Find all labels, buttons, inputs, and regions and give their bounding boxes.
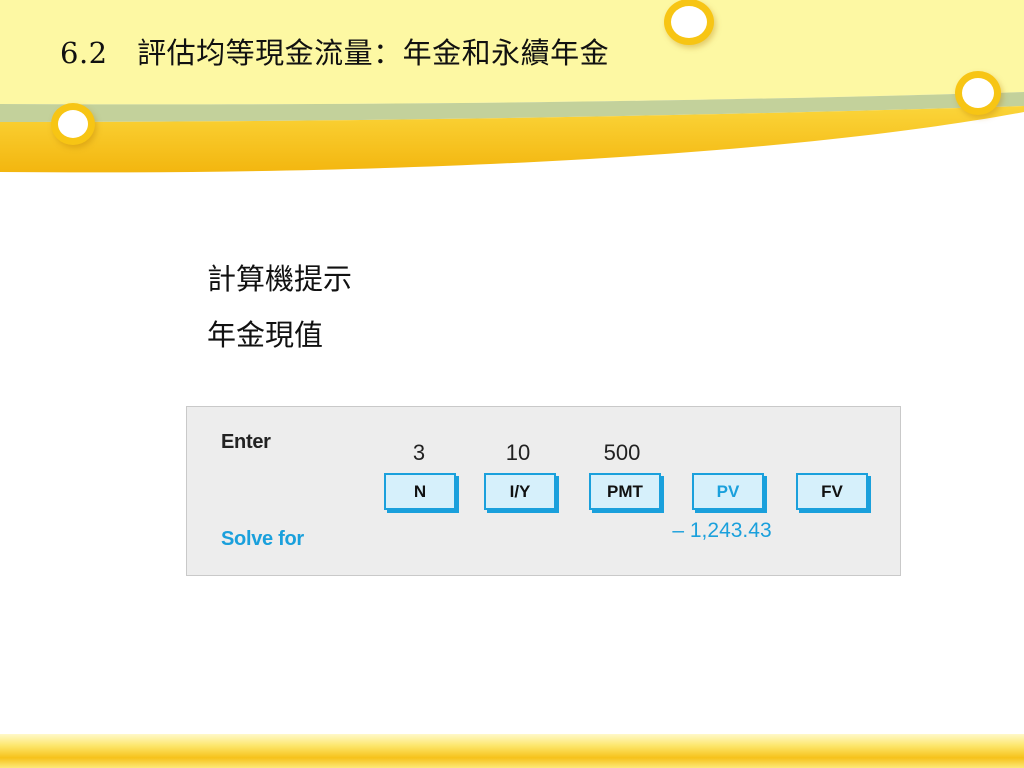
iy-key: I/Y [484,473,556,510]
solve-for-label: Solve for [221,528,304,550]
n-key: N [384,473,456,510]
calculator-hint-heading: 計算機提示 [207,262,353,296]
enter-label: Enter [221,431,271,453]
decorative-circle [58,110,88,138]
decorative-circle [962,78,994,108]
annuity-pv-heading: 年金現值 [207,318,324,352]
pv-key: PV [692,473,764,510]
slide-title: 6.2 評估均等現金流量：年金和永續年金 [60,36,610,70]
calculator-keystroke-panel: Enter Solve for 3 10 500 N I/Y PMT PV FV… [186,406,901,576]
fv-key: FV [796,473,868,510]
footer-band [0,734,1024,768]
pmt-key: PMT [589,473,661,510]
iy-input-value: 10 [505,440,531,465]
n-input-value: 3 [412,440,426,465]
decorative-circle [671,6,707,38]
pmt-input-value: 500 [603,440,641,465]
pv-result: – 1,243.43 [672,519,772,542]
title-banner [0,0,1024,173]
